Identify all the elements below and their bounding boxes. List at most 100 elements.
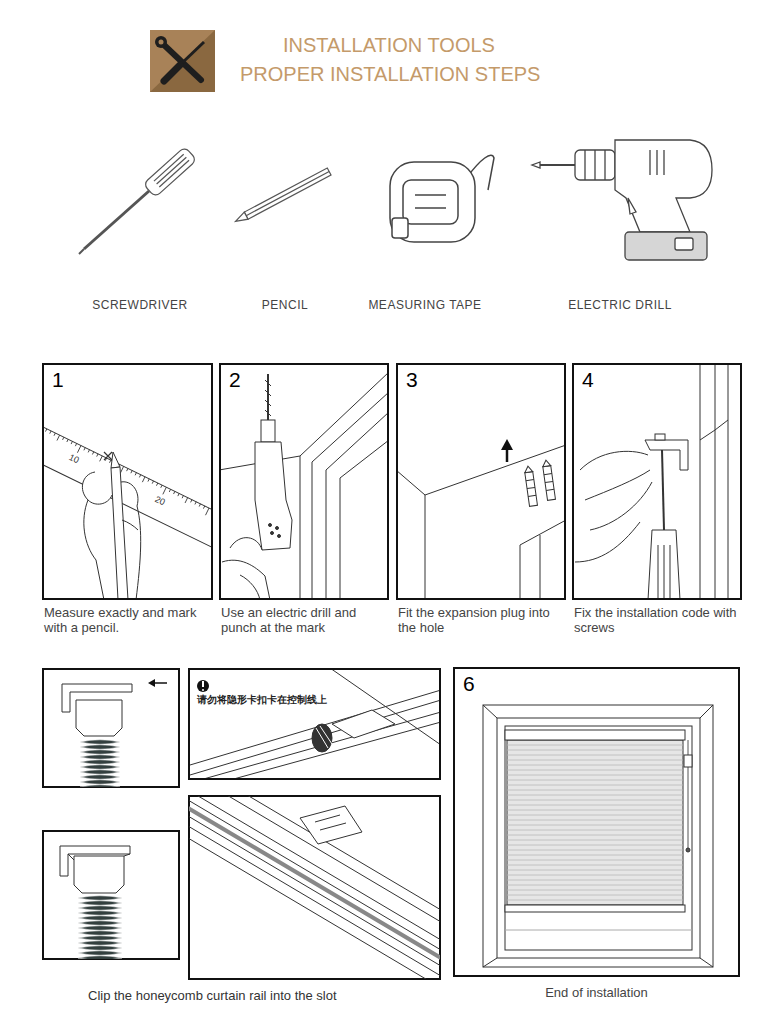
rail-profile: [148, 679, 155, 687]
screwdriver-drawing: [79, 249, 84, 254]
plug-scene: [542, 460, 551, 467]
tape-drawing: [390, 155, 494, 242]
step-caption: Fit the expansion plug into the hole: [398, 605, 564, 635]
rail-profile: [78, 896, 122, 901]
finished-window: [507, 810, 683, 811]
finished-window: [483, 705, 713, 967]
rail-profile: [74, 856, 124, 893]
drill-drawing: [656, 150, 657, 175]
finished-window: [507, 745, 683, 900]
screw-scene: [590, 482, 652, 530]
screw-scene: [575, 365, 728, 599]
drill-drawing: [628, 198, 636, 214]
measuring-scene: [43, 415, 212, 560]
step-panel: 6End of installation: [453, 667, 740, 977]
tools-icon: [155, 36, 167, 48]
drill-drawing: [584, 150, 585, 180]
plug-scene: [524, 466, 533, 473]
step-caption: Clip the honeycomb curtain rail into the…: [88, 988, 337, 1004]
rail-profile: [80, 765, 120, 770]
step-panel: 1Measure exactly and mark with a pencil.: [42, 363, 213, 600]
finished-window: [507, 805, 683, 806]
tape-drawing: [392, 218, 408, 238]
warning-icon: [202, 681, 204, 687]
screw-scene: [575, 522, 640, 562]
step-panel: [43, 669, 179, 787]
finished-window: [507, 785, 683, 786]
plug-scene: [397, 439, 565, 599]
rail-perspective: [332, 710, 395, 738]
tools-icon: [150, 30, 215, 92]
drill-drawing: [575, 150, 615, 180]
measuring-scene: [77, 446, 81, 453]
rail-perspective: [189, 796, 440, 979]
rail-profile: [78, 931, 122, 936]
measuring-scene: [67, 439, 68, 442]
step-caption: Fix the installation code with screws: [574, 605, 740, 635]
finished-window: [507, 855, 683, 856]
measuring-scene: [88, 450, 89, 453]
finished-window: [507, 795, 683, 796]
rail-profile: [80, 740, 120, 745]
warning-icon: [197, 680, 209, 692]
measuring-scene: [63, 437, 64, 440]
finished-window: [507, 870, 683, 871]
finished-window: [507, 765, 683, 766]
step-number: 4: [582, 368, 594, 392]
measuring-scene: [182, 496, 183, 499]
tools-icon: [150, 30, 215, 92]
screw-scene: [658, 545, 670, 599]
step-panel: 2Use an electric drill and punch at the …: [219, 363, 389, 600]
drilling-scene: [269, 524, 272, 527]
drill-drawing: [649, 150, 650, 175]
measuring-scene: [203, 506, 204, 509]
rail-profile: [80, 785, 120, 787]
rail-profile: [80, 755, 120, 760]
pencil-drawing: [244, 168, 331, 219]
drilling-scene: [222, 560, 270, 599]
measuring-scene: [163, 487, 167, 494]
drilling-scene: [220, 372, 388, 599]
measuring-scene: [111, 467, 128, 599]
finished-window: [507, 825, 683, 826]
tape-drawing: [415, 207, 446, 209]
warning-note: 请勿将隐形卡扣卡在控制线上: [196, 694, 328, 706]
finished-window: [483, 705, 713, 967]
finished-window: [505, 730, 685, 740]
pencil-drawing: [234, 212, 248, 225]
finished-window: [505, 726, 692, 950]
drilling-scene: [340, 440, 388, 599]
measuring-scene: [206, 508, 210, 515]
tools-icon: [164, 65, 180, 81]
drill-drawing: [663, 150, 664, 175]
finished-window: [507, 820, 683, 821]
rail-profile: [78, 941, 122, 946]
drilling-scene: [276, 527, 279, 530]
step-panel: 4Fix the installation code with screws: [572, 363, 742, 600]
finished-window: [507, 900, 683, 901]
finished-window: [505, 930, 692, 931]
measuring-scene: [199, 504, 200, 507]
drilling-scene: [326, 412, 388, 599]
step-panel: 3Fit the expansion plug into the hole: [396, 363, 566, 600]
screwdriver-drawing: [79, 147, 197, 254]
finished-window: [507, 790, 683, 791]
finished-window: [507, 760, 683, 761]
rail-profile: [78, 946, 122, 951]
rail-profile: [80, 775, 120, 780]
measuring-scene: [142, 477, 145, 482]
measuring-scene: [111, 452, 120, 468]
measuring-scene: [54, 433, 55, 436]
measuring-scene: [148, 479, 149, 482]
measuring-scene: [45, 429, 46, 432]
drill-drawing: [615, 140, 712, 232]
plug-scene: [524, 466, 537, 507]
measuring-scene: [178, 493, 179, 496]
warning-icon: [202, 689, 204, 691]
rail-perspective: [190, 669, 440, 779]
step-caption: Measure exactly and mark with a pencil.: [44, 605, 211, 635]
finished-window: [507, 750, 683, 751]
finished-window: [507, 745, 683, 746]
plug-scene: [506, 448, 509, 462]
rail-profile: [78, 921, 122, 926]
